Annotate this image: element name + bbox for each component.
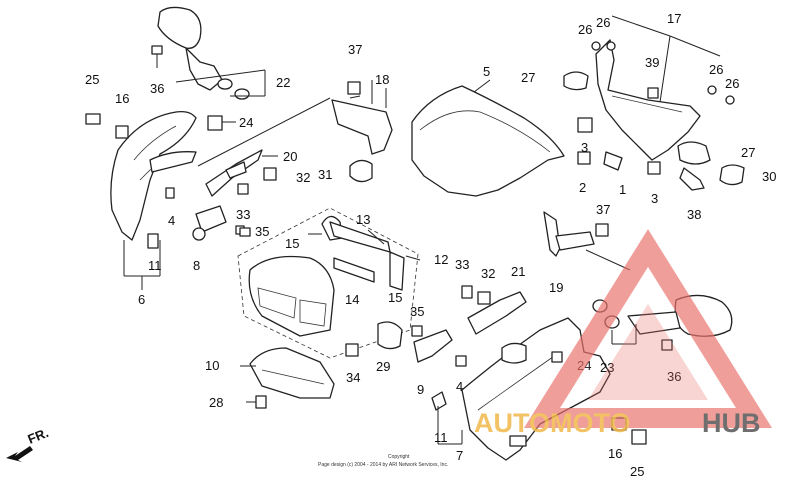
watermark-logo: AUTOMOTO HUB [474,229,773,438]
callout-37b: 37 [596,202,610,217]
hardware-cluster-drawing [239,227,491,367]
callout-36b: 36 [667,369,681,384]
callout-24a: 24 [239,115,253,130]
callout-11a: 11 [148,258,162,273]
leader-lines [123,15,721,445]
callout-28: 28 [209,395,223,410]
callout-37a: 37 [348,42,362,57]
callout-20: 20 [283,149,297,164]
callout-15b: 15 [388,290,402,305]
callout-27b: 27 [741,145,755,160]
lower-cover-drawing [249,347,335,409]
callout-32a: 32 [296,170,310,185]
copyright-line-2: Page design (c) 2004 - 2014 by ARI Netwo… [318,462,448,468]
callout-25b: 25 [630,464,644,479]
stay-21-drawing [467,211,609,335]
callout-33a: 33 [236,207,250,222]
callout-26d: 26 [725,76,739,91]
callout-25a: 25 [85,72,99,87]
callout-labels: 1 2 3 3 4 4 5 6 7 8 9 10 11 11 12 13 14 … [85,11,776,479]
callout-38: 38 [687,207,701,222]
front-direction-indicator: FR. [6,425,51,462]
callout-35a: 35 [255,224,269,239]
callout-26c: 26 [709,62,723,77]
stay-20-drawing [205,149,263,197]
callout-7: 7 [456,448,463,463]
callout-14: 14 [345,292,359,307]
callout-21: 21 [511,264,525,279]
callout-8: 8 [193,258,200,273]
watermark-brand-part1: AUTOMOTO [474,408,631,438]
callout-39: 39 [645,55,659,70]
callout-22: 22 [276,75,290,90]
callout-3b: 3 [651,191,658,206]
headlight-box-drawing [237,207,419,359]
mirror-left-drawing [151,6,250,100]
watermark-triangle-icon [523,229,773,428]
callout-31: 31 [318,167,332,182]
callout-23: 23 [600,360,614,375]
callout-9: 9 [417,382,424,397]
front-arrow-icon [6,446,33,462]
left-cowl-drawing [110,110,197,249]
callout-36a: 36 [150,81,164,96]
callout-35b: 35 [410,304,424,319]
callout-16a: 16 [115,91,129,106]
callout-29: 29 [376,359,390,374]
callout-19: 19 [549,280,563,295]
copyright-line-1: Copyright [388,454,410,460]
bolt-left-drawing [85,113,129,139]
callout-34: 34 [346,370,360,385]
callout-5: 5 [483,64,490,79]
windscreen-drawing [411,85,565,197]
callout-33b: 33 [455,257,469,272]
direction-label: FR. [26,425,51,447]
callout-30: 30 [762,169,776,184]
callout-27a: 27 [521,70,535,85]
callout-32b: 32 [481,266,495,281]
bracket-18-drawing [331,81,393,183]
callout-4b: 4 [456,379,463,394]
callout-11b: 11 [434,430,448,445]
callout-12: 12 [434,252,448,267]
callout-17: 17 [667,11,681,26]
callout-15a: 15 [285,236,299,251]
grommet-8-drawing [192,205,227,241]
callout-10: 10 [205,358,219,373]
callout-16b: 16 [608,446,622,461]
meter-stay-drawing [563,39,745,191]
callout-18: 18 [375,72,389,87]
callout-6: 6 [138,292,145,307]
callout-13: 13 [356,212,370,227]
watermark-brand-part2: HUB [702,408,761,438]
callout-4a: 4 [168,213,175,228]
callout-26a: 26 [578,22,592,37]
callout-26b: 26 [596,15,610,30]
callout-1: 1 [619,182,626,197]
callout-3a: 3 [581,140,588,155]
callout-2: 2 [579,180,586,195]
